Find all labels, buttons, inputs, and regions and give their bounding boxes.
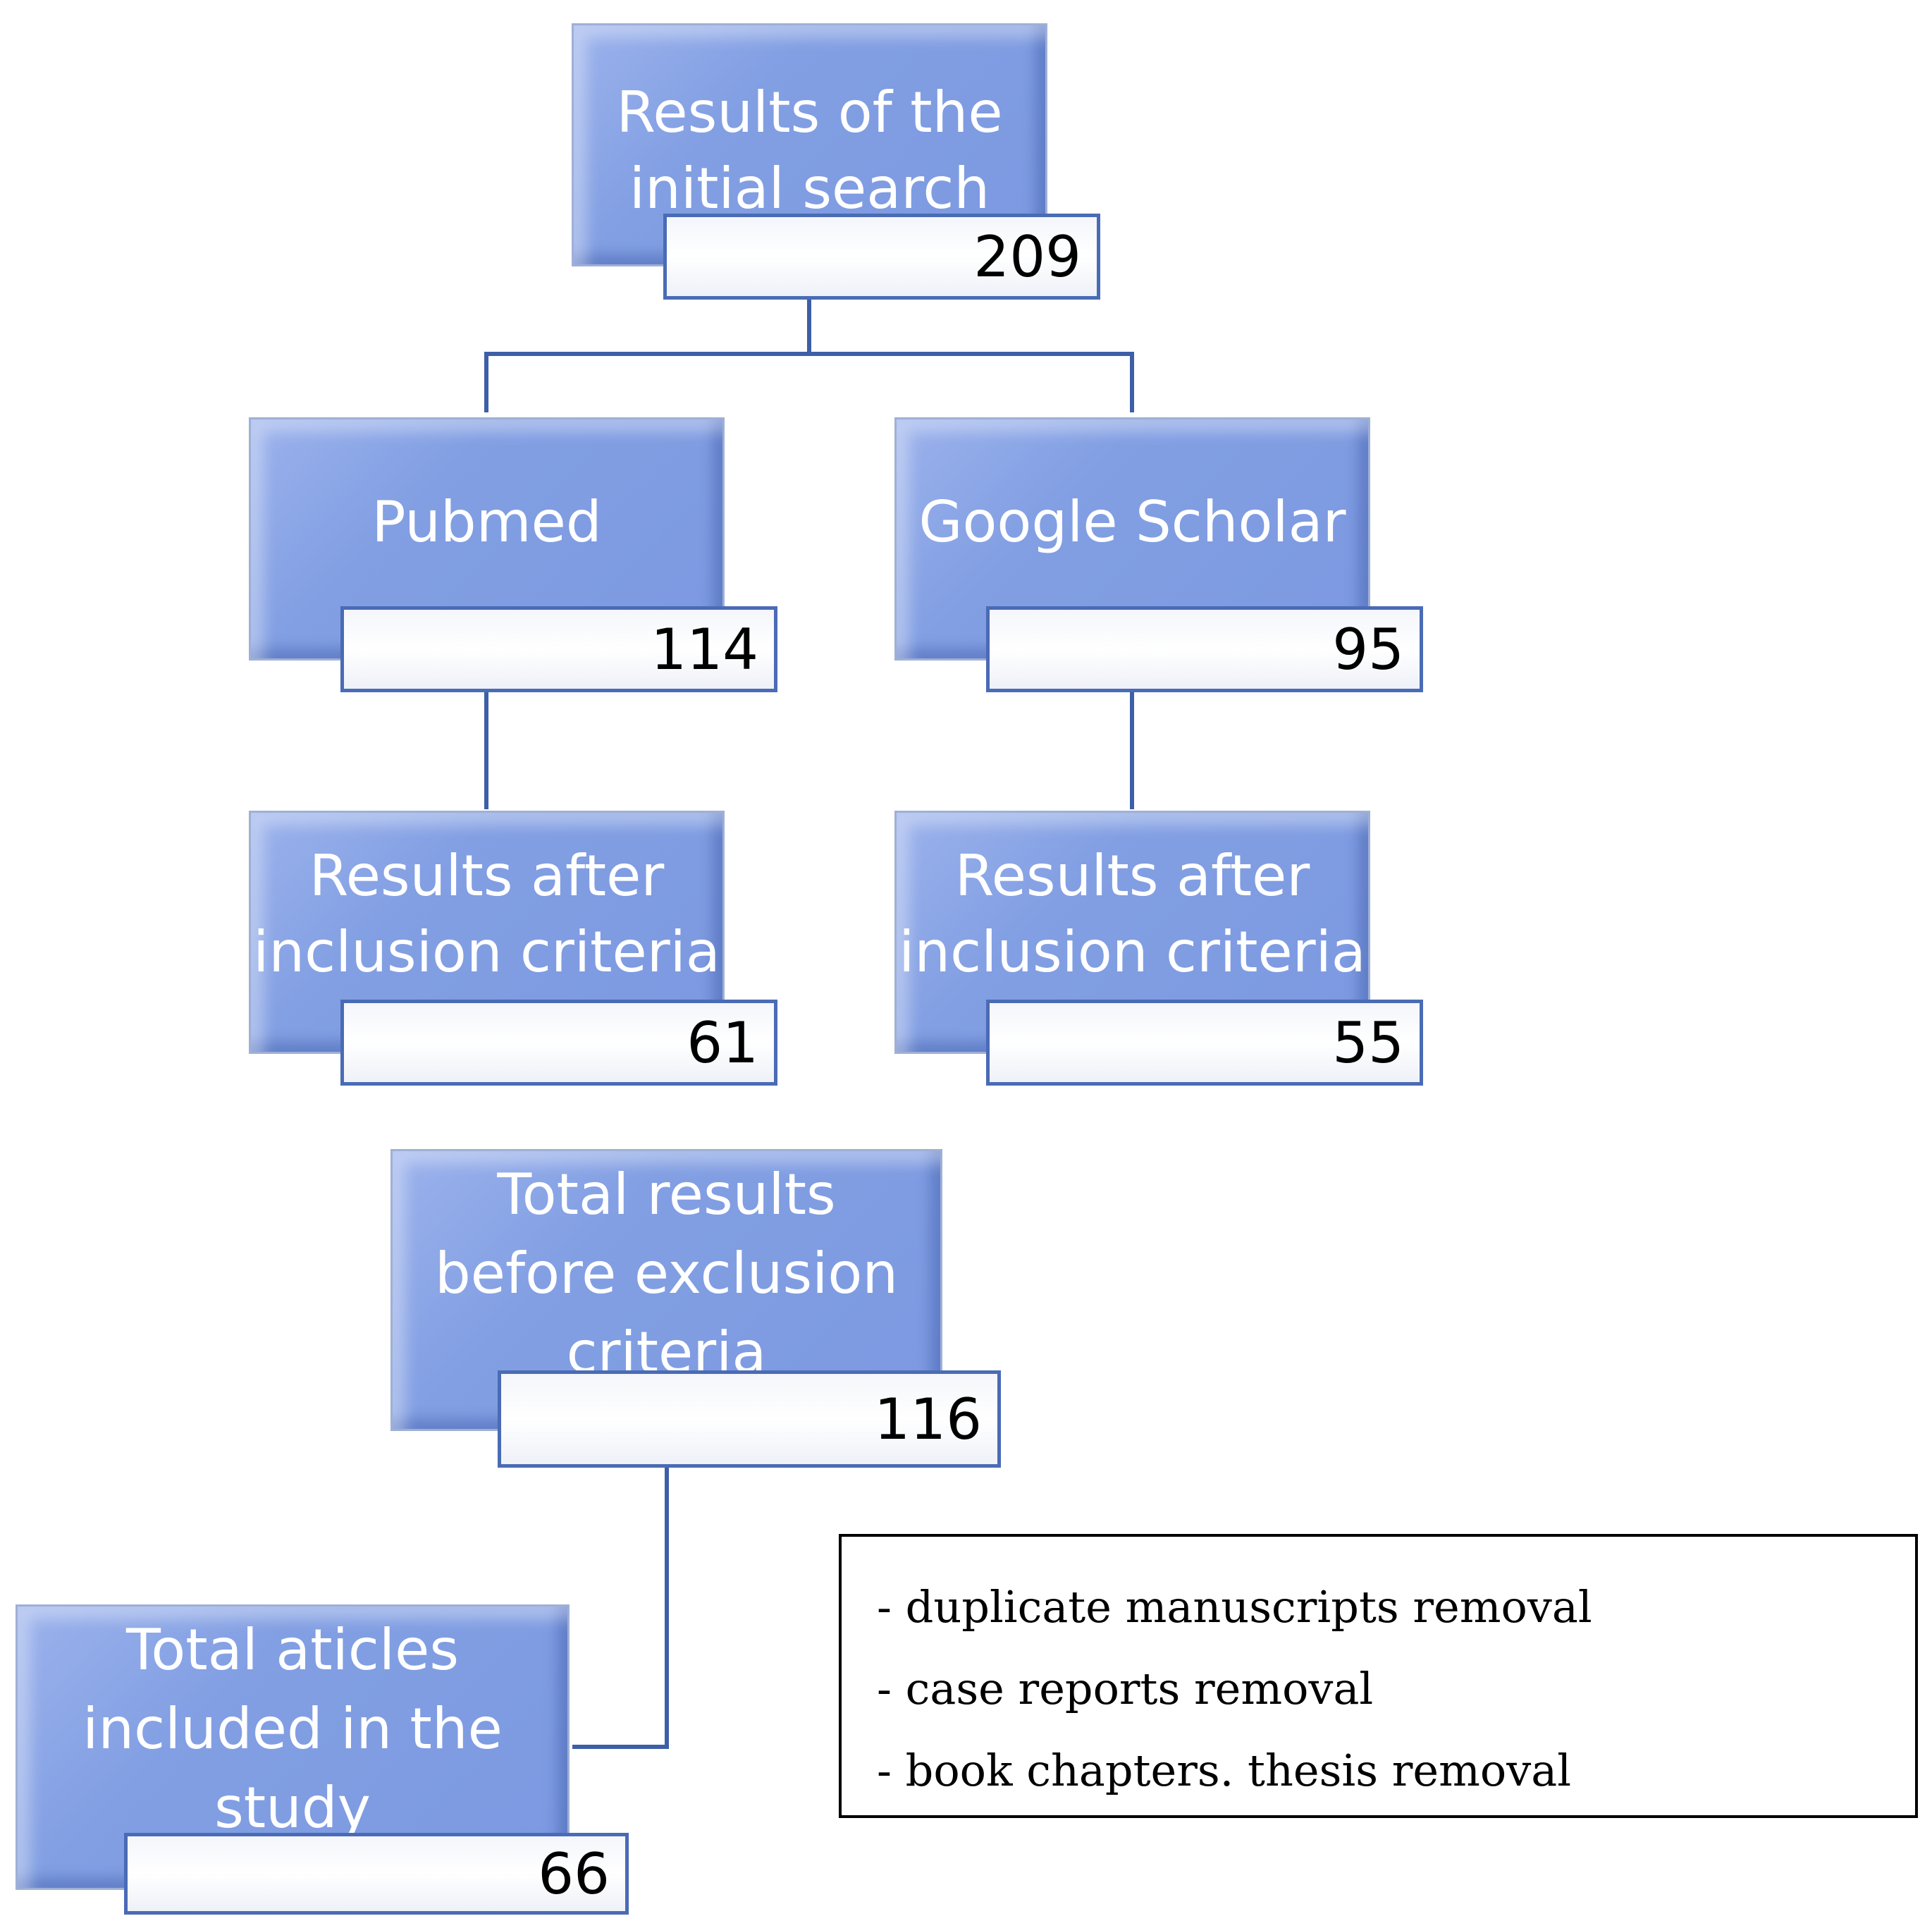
box-initial-search: Results of the initial search	[572, 23, 1047, 266]
box-total-before-label-2: before exclusion	[434, 1241, 899, 1306]
count-scholar-inclusion: 55	[986, 1000, 1423, 1086]
count-pubmed: 114	[340, 606, 777, 692]
box-scholar-inclusion-label-2: inclusion criteria	[899, 919, 1366, 985]
box-initial-search-label-2: initial search	[629, 156, 990, 221]
count-total-included: 66	[124, 1833, 629, 1915]
box-google-scholar-label: Google Scholar	[918, 489, 1346, 555]
count-google-scholar: 95	[986, 606, 1423, 692]
box-total-included-label-1: Total aticles	[126, 1617, 459, 1683]
exclusion-item: - duplicate manuscripts removal	[877, 1581, 1592, 1633]
exclusion-criteria-box: - duplicate manuscripts removal - case r…	[839, 1534, 1918, 1818]
connector-initial-to-sources	[484, 300, 1134, 412]
box-total-included-label-2: included in the	[82, 1696, 503, 1762]
box-pubmed-label: Pubmed	[371, 489, 602, 555]
box-initial-search-label-1: Results of the	[616, 80, 1003, 145]
box-total-included-label-3: study	[214, 1775, 371, 1841]
exclusion-item: - case reports removal	[877, 1663, 1374, 1714]
box-total-before-label-1: Total results	[497, 1162, 836, 1227]
box-scholar-inclusion-label-1: Results after	[954, 843, 1310, 909]
box-pubmed-inclusion-label-2: inclusion criteria	[253, 919, 720, 985]
exclusion-item: - book chapters. thesis removal	[877, 1745, 1572, 1796]
box-pubmed-inclusion-label-1: Results after	[309, 843, 665, 909]
count-pubmed-inclusion: 61	[340, 1000, 777, 1086]
connector-total-to-included	[572, 1466, 669, 1749]
count-initial-search: 209	[663, 214, 1100, 300]
count-total-before-exclusion: 116	[498, 1370, 1001, 1468]
